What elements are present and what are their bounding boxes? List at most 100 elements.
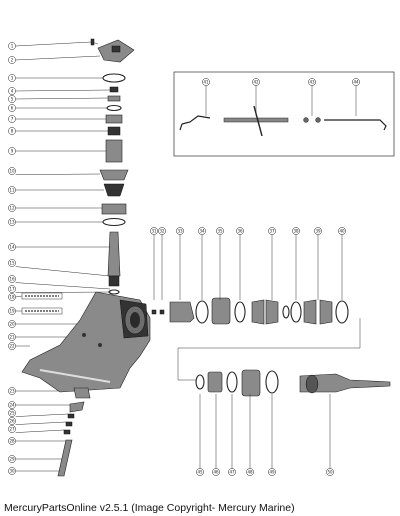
callout-3: 3 — [8, 74, 16, 82]
svg-text:25: 25 — [9, 410, 15, 415]
svg-text:50: 50 — [327, 469, 333, 474]
callout-28: 28 — [8, 437, 16, 445]
svg-text:31: 31 — [151, 228, 157, 233]
label-strip-2 — [21, 307, 63, 315]
callout-22: 22 — [8, 342, 16, 350]
svg-text:49: 49 — [269, 469, 275, 474]
svg-text:6: 6 — [11, 105, 14, 110]
callout-16: 16 — [8, 275, 16, 283]
callout-12: 12 — [8, 204, 16, 212]
svg-text:7: 7 — [11, 116, 14, 121]
callout-33: 33 — [176, 227, 184, 235]
callout-21: 21 — [8, 333, 16, 341]
upper-row-parts — [151, 297, 349, 325]
svg-text:20: 20 — [9, 321, 15, 326]
svg-text:12: 12 — [9, 205, 15, 210]
callout-38: 38 — [292, 227, 300, 235]
svg-text:16: 16 — [9, 276, 15, 281]
callout-8: 8 — [8, 127, 16, 135]
callout-17: 17 — [8, 285, 16, 293]
callout-25: 25 — [8, 409, 16, 417]
svg-text:34: 34 — [199, 228, 205, 233]
svg-text:27: 27 — [9, 426, 15, 431]
svg-text:24: 24 — [9, 402, 15, 407]
callout-26: 26 — [8, 417, 16, 425]
callout-1: 1 — [8, 42, 16, 50]
upper-stack-parts — [99, 86, 129, 227]
svg-text:11: 11 — [9, 187, 15, 192]
cover-plate — [90, 38, 135, 63]
callout-49: 49 — [268, 468, 276, 476]
svg-text:21: 21 — [9, 334, 15, 339]
callout-27: 27 — [8, 425, 16, 433]
callout-5: 5 — [8, 95, 16, 103]
callout-20: 20 — [8, 320, 16, 328]
svg-text:22: 22 — [9, 343, 15, 348]
svg-text:43: 43 — [309, 79, 315, 84]
callout-40: 40 — [338, 227, 346, 235]
svg-text:10: 10 — [9, 168, 15, 173]
svg-text:46: 46 — [213, 469, 219, 474]
row-connector — [177, 318, 361, 381]
copyright-footer: MercuryPartsOnline v2.5.1 (Image Copyrig… — [4, 502, 295, 514]
label-strip-1 — [21, 292, 63, 300]
kit-callouts: 41 42 43 44 — [202, 78, 360, 116]
callout-39: 39 — [314, 227, 322, 235]
svg-text:48: 48 — [247, 469, 253, 474]
svg-text:47: 47 — [229, 469, 235, 474]
callout-14: 14 — [8, 243, 16, 251]
callout-13: 13 — [8, 218, 16, 226]
callout-30: 30 — [8, 467, 16, 475]
callout-11: 11 — [8, 186, 16, 194]
callout-2: 2 — [8, 56, 16, 64]
callout-10: 10 — [8, 167, 16, 175]
svg-text:41: 41 — [203, 79, 209, 84]
callout-19: 19 — [8, 307, 16, 315]
callout-43: 43 — [308, 78, 316, 86]
callout-29: 29 — [8, 455, 16, 463]
svg-text:3: 3 — [11, 75, 14, 80]
svg-text:1: 1 — [11, 43, 14, 48]
svg-text:29: 29 — [9, 456, 15, 461]
svg-text:8: 8 — [11, 128, 14, 133]
lower-row-parts — [195, 369, 391, 397]
callout-50: 50 — [326, 468, 334, 476]
callout-35: 35 — [216, 227, 224, 235]
driveshaft — [107, 231, 121, 295]
callout-44: 44 — [352, 78, 360, 86]
kit-tools — [179, 105, 387, 137]
svg-text:14: 14 — [9, 244, 15, 249]
callout-37: 37 — [268, 227, 276, 235]
svg-text:44: 44 — [353, 79, 359, 84]
callout-6: 6 — [8, 104, 16, 112]
callout-32: 32 — [158, 227, 166, 235]
lower-left-parts — [57, 387, 91, 477]
svg-text:4: 4 — [11, 88, 14, 93]
callout-9: 9 — [8, 147, 16, 155]
svg-text:37: 37 — [269, 228, 275, 233]
svg-text:42: 42 — [253, 79, 259, 84]
callout-31: 31 — [150, 227, 158, 235]
svg-text:36: 36 — [237, 228, 243, 233]
svg-text:13: 13 — [9, 219, 15, 224]
svg-text:30: 30 — [9, 468, 15, 473]
svg-text:9: 9 — [11, 148, 14, 153]
svg-text:39: 39 — [315, 228, 321, 233]
callout-41: 41 — [202, 78, 210, 86]
callout-34: 34 — [198, 227, 206, 235]
svg-text:5: 5 — [11, 96, 14, 101]
callout-18: 18 — [8, 293, 16, 301]
callout-42: 42 — [252, 78, 260, 86]
svg-text:32: 32 — [159, 228, 165, 233]
callout-47: 47 — [228, 468, 236, 476]
callout-48: 48 — [246, 468, 254, 476]
svg-text:40: 40 — [339, 228, 345, 233]
svg-text:2: 2 — [11, 57, 14, 62]
callout-7: 7 — [8, 115, 16, 123]
svg-text:45: 45 — [197, 469, 203, 474]
callout-45: 45 — [196, 468, 204, 476]
svg-text:19: 19 — [9, 308, 15, 313]
svg-text:23: 23 — [9, 388, 15, 393]
callout-36: 36 — [236, 227, 244, 235]
